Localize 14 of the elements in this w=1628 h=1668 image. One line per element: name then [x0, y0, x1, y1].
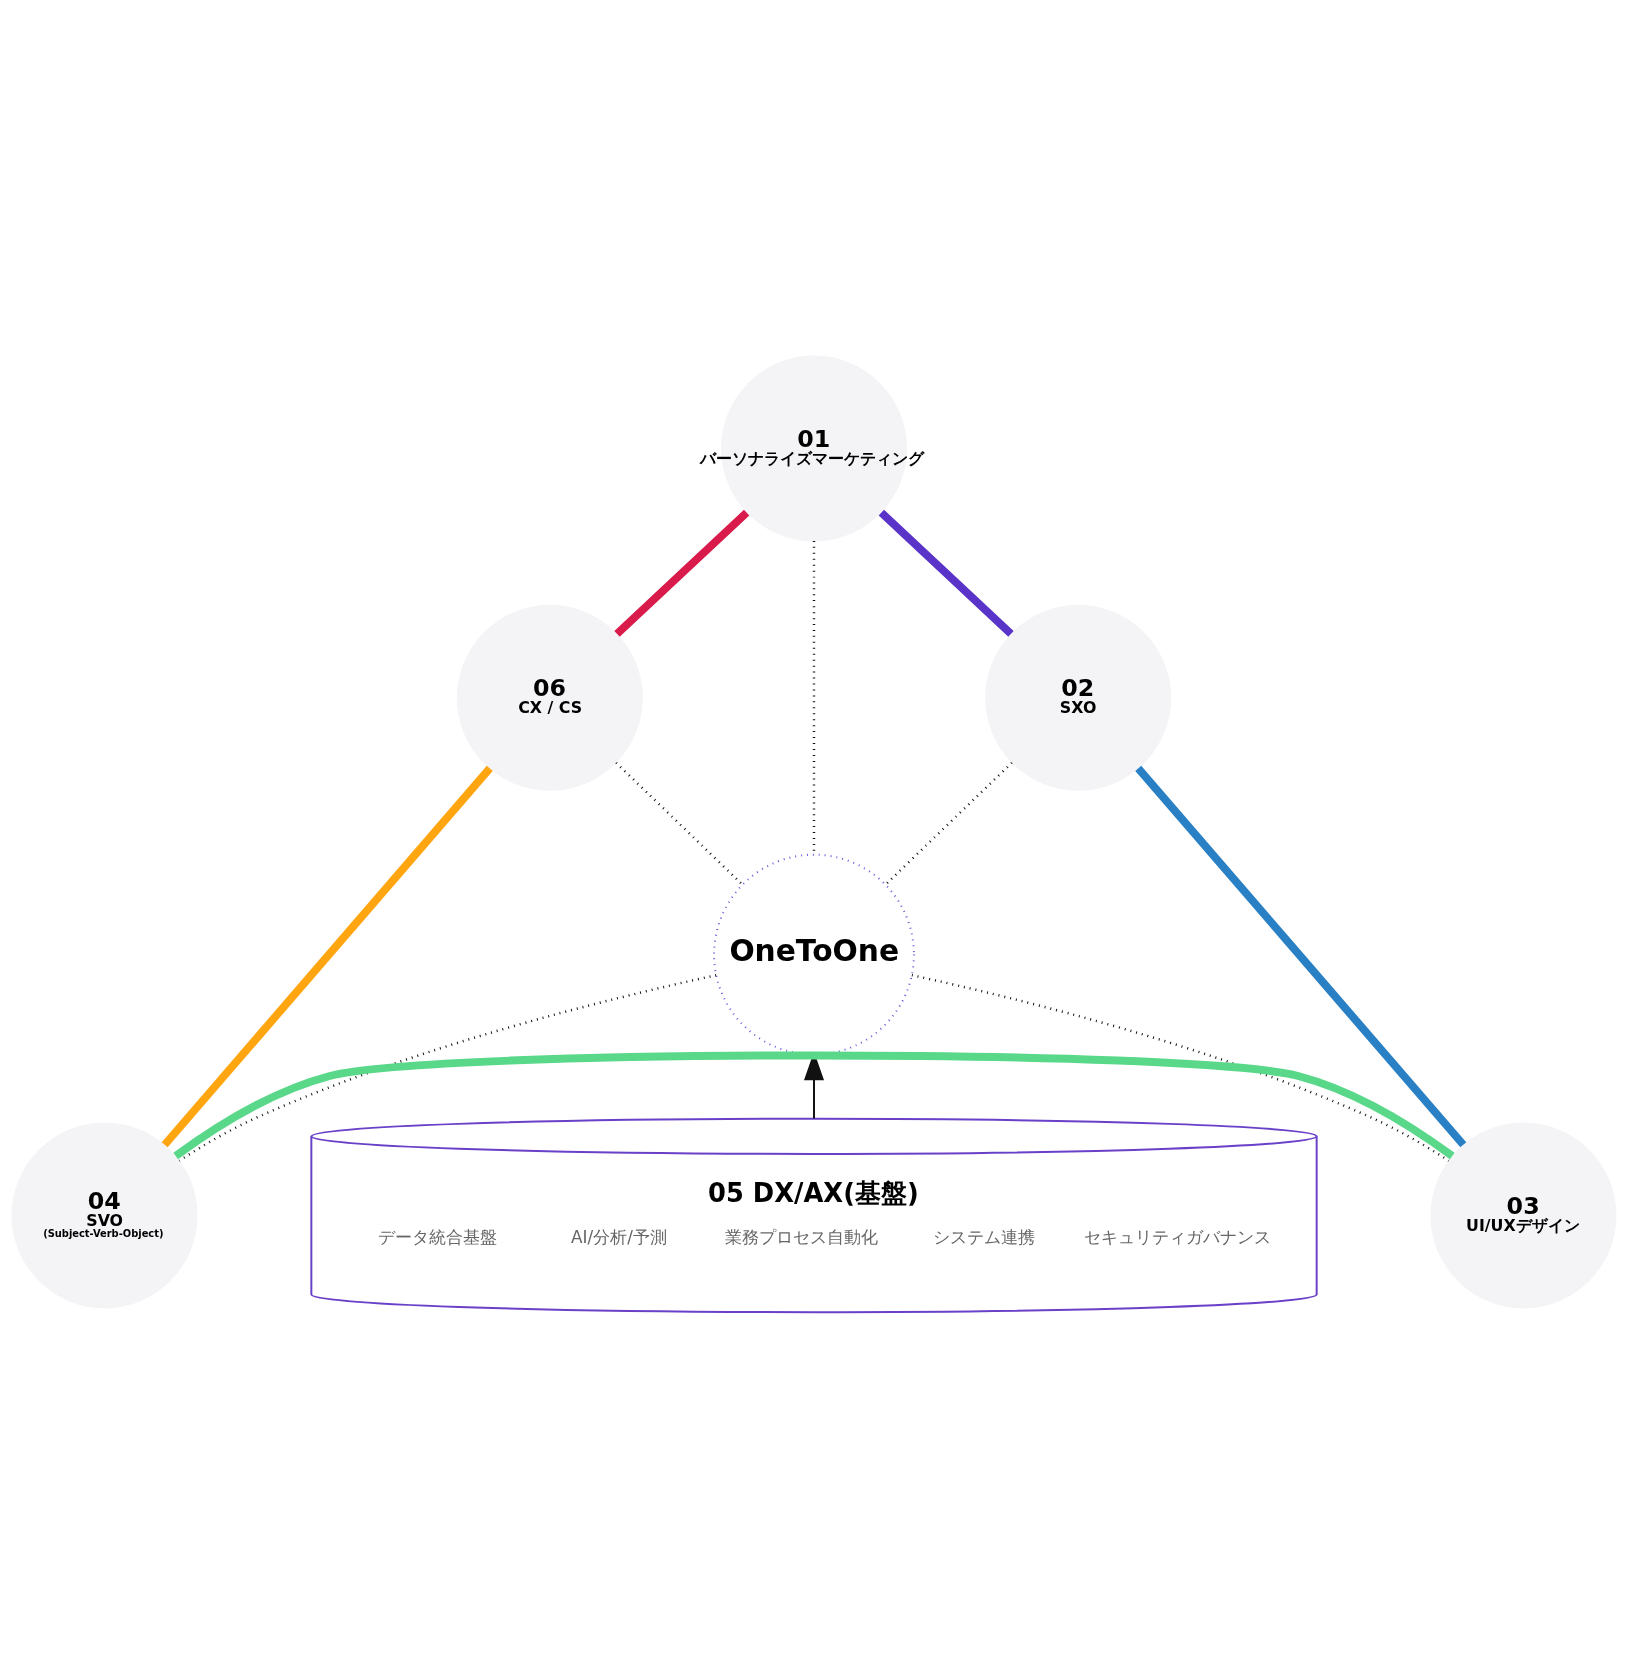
connector	[884, 761, 1013, 886]
connector	[178, 974, 717, 1162]
node-circle: 06 CX / CS	[456, 604, 643, 791]
connector	[161, 765, 493, 1148]
connector	[878, 509, 1014, 637]
node-circle: 02 SXO	[985, 604, 1172, 791]
node-label: バーソナライズマーケティング	[700, 449, 925, 469]
connector	[614, 509, 750, 637]
node-circle: 03 UI/UXデザイン	[1430, 1122, 1617, 1309]
connector	[615, 761, 744, 886]
connector	[173, 1051, 1455, 1160]
connector	[1135, 765, 1467, 1148]
connector	[911, 974, 1450, 1162]
node-circle: 04 SVO (Subject-Verb-Object)	[11, 1122, 198, 1309]
